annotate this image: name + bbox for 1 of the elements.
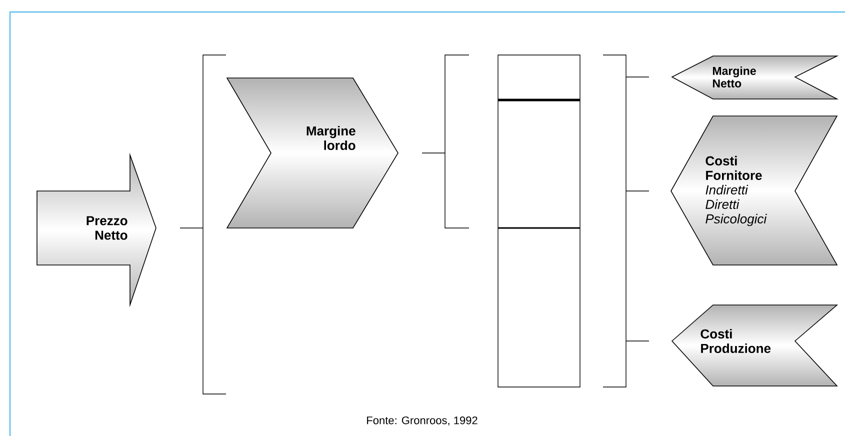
caption: Fonte: Gronroos, 1992 (367, 416, 478, 426)
